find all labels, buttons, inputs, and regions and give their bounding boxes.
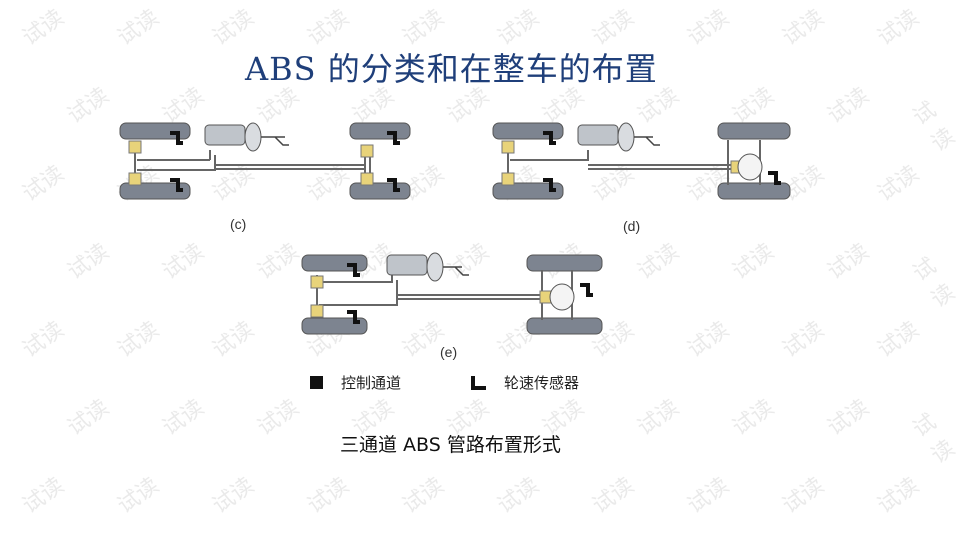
- watermark-text: 试读: [398, 473, 449, 519]
- wheel-speed-sensor-icon: [580, 283, 593, 297]
- watermark-text: 试读: [873, 317, 924, 363]
- differential-icon: [549, 283, 575, 311]
- watermark-text: 试读: [873, 161, 924, 207]
- valve: [501, 172, 515, 186]
- wheel-speed-sensor-icon: [170, 178, 183, 192]
- wheel-speed-sensor-icon: [170, 131, 183, 145]
- watermark-text: 试读: [873, 473, 924, 519]
- watermark-text: 试读: [113, 317, 164, 363]
- valve: [128, 140, 142, 154]
- legend-wheel-speed-sensor: 轮速传感器: [470, 372, 579, 393]
- diagram-d: [492, 122, 791, 200]
- watermark-text: 试读: [908, 409, 960, 469]
- valve: [310, 275, 324, 289]
- brake-booster-icon: [577, 122, 660, 152]
- watermark-text: 试读: [778, 317, 829, 363]
- wheel-speed-sensor-icon: [387, 178, 400, 192]
- wheel-speed-sensor-icon: [347, 310, 360, 324]
- diagram-d-label: (d): [623, 218, 641, 234]
- diagram-c-label: (c): [230, 216, 247, 232]
- watermark-text: 试读: [683, 473, 734, 519]
- valve: [128, 172, 142, 186]
- tire-front-right: [349, 122, 411, 140]
- watermark-text: 试读: [208, 317, 259, 363]
- watermark-text: 试读: [208, 473, 259, 519]
- watermark-text: 试读: [823, 395, 874, 441]
- valve: [360, 172, 374, 186]
- tire-rear-right: [717, 182, 791, 200]
- watermark-text: 试读: [18, 161, 69, 207]
- wheel-speed-sensor-icon: [347, 263, 360, 277]
- diagram-e-label: (e): [440, 344, 458, 360]
- watermark-text: 试读: [823, 83, 874, 129]
- valve: [360, 144, 374, 158]
- watermark-text: 试读: [908, 97, 960, 157]
- tire-front-right: [526, 254, 603, 272]
- watermark-text: 试读: [303, 473, 354, 519]
- tire-rear-left: [119, 182, 191, 200]
- watermark-text: 试读: [823, 239, 874, 285]
- tire-front-left: [301, 254, 368, 272]
- legend-control-channel: 控制通道: [310, 372, 401, 393]
- watermark-text: 试读: [873, 5, 924, 51]
- watermark-text: 试读: [63, 239, 114, 285]
- watermark-text: 试读: [778, 5, 829, 51]
- wheel-speed-sensor-icon: [768, 171, 781, 185]
- valve: [501, 140, 515, 154]
- diagram-e: [301, 252, 603, 335]
- page-title: ABS 的分类和在整车的布置: [245, 50, 658, 88]
- tire-rear-right: [526, 317, 603, 335]
- legend-label-control-channel: 控制通道: [341, 374, 402, 392]
- watermark-text: 试读: [158, 395, 209, 441]
- valve: [310, 304, 324, 318]
- watermark-text: 试读: [18, 317, 69, 363]
- wheel-speed-sensor-icon: [543, 131, 556, 145]
- watermark-text: 试读: [253, 395, 304, 441]
- figure-caption: 三通道 ABS 管路布置形式: [340, 434, 561, 456]
- differential-icon: [737, 153, 763, 181]
- watermark-text: 试读: [728, 239, 779, 285]
- wheel-speed-sensor-icon: [387, 131, 400, 145]
- watermark-text: 试读: [113, 473, 164, 519]
- watermark-text: 试读: [633, 239, 684, 285]
- watermark-text: 试读: [633, 395, 684, 441]
- watermark-text: 试读: [18, 473, 69, 519]
- watermark-text: 试读: [18, 5, 69, 51]
- legend-label-wheel-speed-sensor: 轮速传感器: [504, 374, 580, 392]
- watermark-text: 试读: [63, 395, 114, 441]
- watermark-text: 试读: [778, 473, 829, 519]
- watermark-text: 试读: [683, 317, 734, 363]
- watermark-text: 试读: [493, 473, 544, 519]
- watermark-text: 试读: [588, 473, 639, 519]
- brake-booster-icon: [386, 252, 469, 282]
- wheel-speed-sensor-icon: [543, 178, 556, 192]
- diagram-c: [119, 122, 411, 200]
- control-channel-icon: [310, 376, 323, 389]
- wheel-speed-sensor-icon: [471, 375, 486, 390]
- watermark-text: 试读: [113, 5, 164, 51]
- tire-front-right: [717, 122, 791, 140]
- watermark-text: 试读: [683, 5, 734, 51]
- brake-booster-icon: [204, 122, 289, 152]
- watermark-text: 试读: [728, 395, 779, 441]
- watermark-text: 试读: [908, 253, 960, 313]
- watermark-text: 试读: [63, 83, 114, 129]
- watermark-text: 试读: [158, 239, 209, 285]
- tire-rear-left: [492, 182, 564, 200]
- tire-rear-right: [349, 182, 411, 200]
- tire-rear-left: [301, 317, 368, 335]
